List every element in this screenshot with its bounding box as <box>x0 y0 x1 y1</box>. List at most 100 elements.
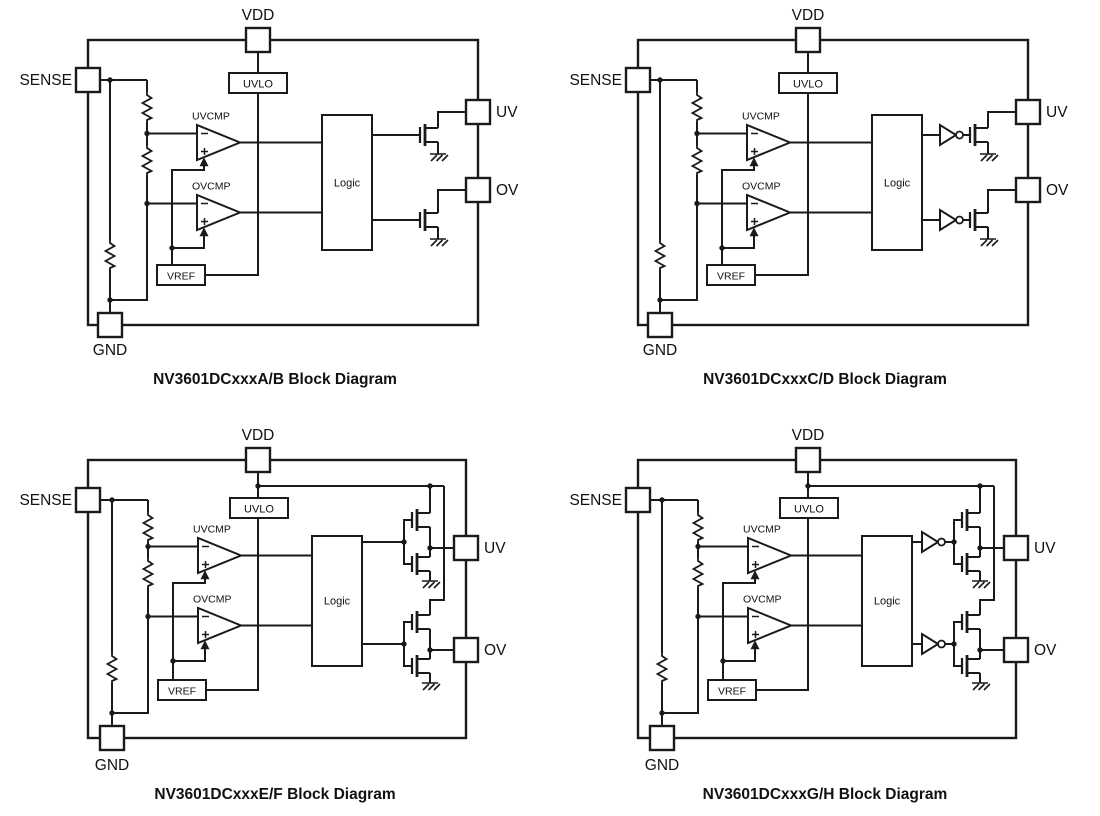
ovcmp-comparator <box>197 607 242 644</box>
chip-outline <box>86 458 468 740</box>
uvlo-label: UVLO <box>793 79 823 91</box>
junction-dot <box>659 497 665 503</box>
uvcmp-label: UVCMP <box>193 524 231 536</box>
vref-block <box>157 679 207 701</box>
resistor <box>106 652 118 684</box>
junction-dot <box>657 297 663 303</box>
logic-block <box>861 535 913 667</box>
pin-gnd <box>648 724 676 752</box>
diagram-panel-ab: VDD SENSE GND UV OV UVLO UVCMP OVCMP VRE… <box>0 0 550 408</box>
pin-ov <box>1002 636 1030 664</box>
junction-dot <box>145 613 151 620</box>
logic-label: Logic <box>884 178 911 190</box>
pin-gnd <box>98 724 126 752</box>
chip-outline <box>636 458 1018 740</box>
junction-dot <box>977 483 983 489</box>
uvlo-block <box>778 72 838 94</box>
junction-dot <box>694 130 700 137</box>
logic-label: Logic <box>334 178 361 190</box>
pin-uv <box>1002 534 1030 562</box>
vref-label: VREF <box>167 271 195 283</box>
vref-block <box>156 264 206 286</box>
junction-dot <box>145 543 151 550</box>
uvlo-block <box>229 497 289 519</box>
pin-uv <box>464 98 492 126</box>
pin-label-uv: UV <box>1034 540 1056 557</box>
ov-output-transistor <box>418 207 440 233</box>
junction-dot <box>951 641 957 647</box>
junction-dot <box>427 647 433 653</box>
uv-highside-transistor <box>410 507 432 533</box>
pin-label-uv: UV <box>1046 104 1068 121</box>
uvcmp-comparator <box>747 537 792 574</box>
wires <box>650 52 1016 313</box>
ground-icon <box>979 153 999 162</box>
ov-output-transistor <box>968 207 990 233</box>
resistor <box>691 144 703 176</box>
uv-output-transistor <box>968 122 990 148</box>
vref-block <box>706 264 756 286</box>
uvcmp-comparator <box>197 537 242 574</box>
junction-dot <box>144 130 150 137</box>
inverter-icon <box>939 209 964 231</box>
junction-dot <box>107 297 113 303</box>
ground-icon <box>429 153 449 162</box>
pin-label-gnd: GND <box>93 342 127 359</box>
ovcmp-label: OVCMP <box>192 181 231 193</box>
pin-label-ov: OV <box>1034 642 1057 659</box>
logic-block <box>871 114 923 251</box>
ovcmp-comparator <box>196 194 241 231</box>
pin-gnd <box>96 311 124 339</box>
pin-vdd <box>244 26 272 54</box>
resistor <box>654 239 666 271</box>
diagram-panel-gh: VDD SENSE GND UV OV UVLO UVCMP OVCMP VRE… <box>550 408 1100 816</box>
ovcmp-comparator <box>747 607 792 644</box>
ov-highside-transistor <box>410 609 432 635</box>
pin-vdd <box>794 26 822 54</box>
pin-uv <box>452 534 480 562</box>
inverter-icon <box>921 633 946 655</box>
pin-vdd <box>244 446 272 474</box>
uvcmp-label: UVCMP <box>743 524 781 536</box>
vref-block <box>707 679 757 701</box>
junction-dot <box>805 483 811 489</box>
ground-icon <box>421 682 441 691</box>
resistor <box>692 557 704 589</box>
uvlo-label: UVLO <box>243 79 273 91</box>
junction-dot <box>144 200 150 207</box>
pin-label-sense: SENSE <box>19 72 72 89</box>
ground-icon <box>979 238 999 247</box>
block-diagram-cd: VDD SENSE GND UV OV UVLO UVCMP OVCMP VRE… <box>569 7 1069 359</box>
diagram-panel-cd: VDD SENSE GND UV OV UVLO UVCMP OVCMP VRE… <box>550 0 1100 408</box>
uv-highside-transistor <box>960 507 982 533</box>
ov-lowside-transistor <box>410 653 432 679</box>
pin-label-sense: SENSE <box>569 72 622 89</box>
junction-dot <box>720 658 726 664</box>
junction-dot <box>401 641 407 647</box>
diagram-caption-ef: NV3601DCxxxE/F Block Diagram <box>154 786 396 803</box>
junction-dot <box>695 543 701 550</box>
ovcmp-label: OVCMP <box>743 594 782 606</box>
junction-dot <box>657 77 663 83</box>
diagram-caption-gh: NV3601DCxxxG/H Block Diagram <box>702 786 948 803</box>
uv-lowside-transistor <box>960 551 982 577</box>
resistor <box>691 91 703 123</box>
ov-lowside-transistor <box>960 653 982 679</box>
uv-output-transistor <box>418 122 440 148</box>
pin-vdd <box>794 446 822 474</box>
pin-label-gnd: GND <box>645 757 679 774</box>
junction-dot <box>109 710 115 716</box>
pin-label-gnd: GND <box>643 342 677 359</box>
diagram-caption-cd: NV3601DCxxxC/D Block Diagram <box>703 371 947 388</box>
junction-dot <box>719 245 725 251</box>
junction-dot <box>109 497 115 503</box>
vref-label: VREF <box>718 686 746 698</box>
pin-label-ov: OV <box>1046 182 1069 199</box>
pin-label-vdd: VDD <box>242 7 275 24</box>
uvcmp-label: UVCMP <box>192 111 230 123</box>
junction-dot <box>977 545 983 551</box>
uvlo-block <box>779 497 839 519</box>
pin-label-vdd: VDD <box>792 7 825 24</box>
pin-sense <box>624 66 652 94</box>
